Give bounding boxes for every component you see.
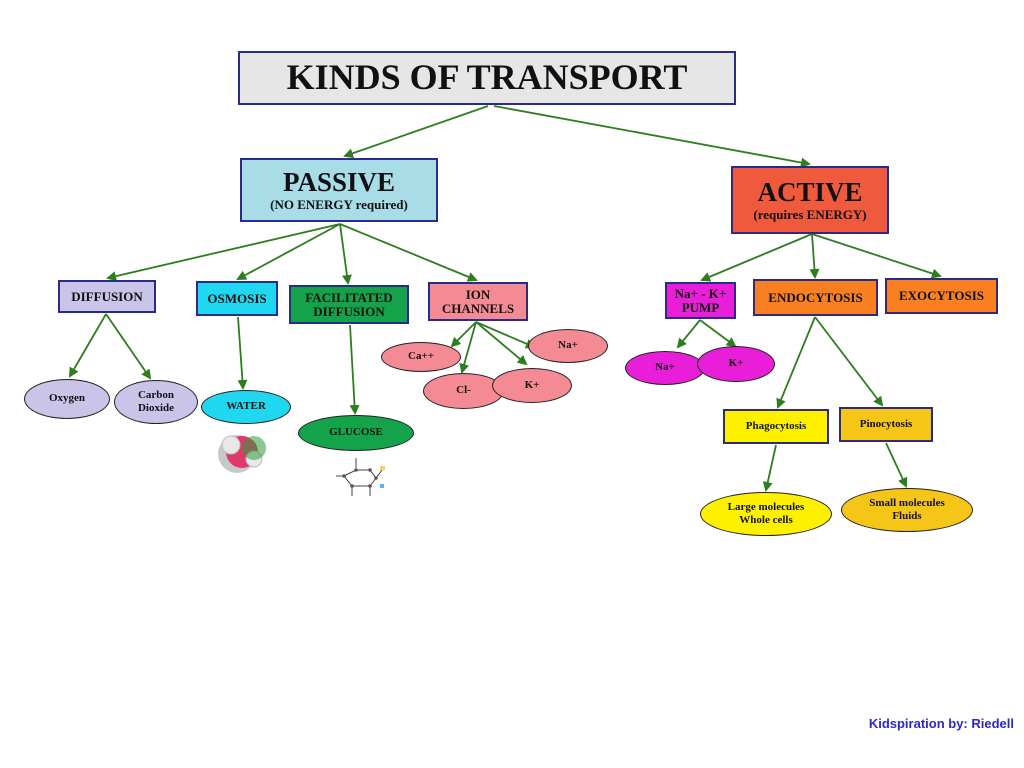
arrow-pump-k <box>699 319 737 348</box>
passive-box: PASSIVE (NO ENERGY required) <box>240 158 438 222</box>
phagocytosis-box: Phagocytosis <box>723 409 829 444</box>
small-molecules-line1: Small molecules <box>869 496 945 509</box>
exocytosis-label: EXOCYTOSIS <box>898 288 984 304</box>
facilitated-line1: FACILITATED <box>305 289 393 305</box>
ca-label: Ca++ <box>408 350 434 363</box>
endocytosis-box: ENDOCYTOSIS <box>753 279 878 316</box>
large-molecules-line2: Whole cells <box>739 514 793 526</box>
endocytosis-label: ENDOCYTOSIS <box>768 289 863 305</box>
ion-line1: ION <box>465 286 491 302</box>
na-label: Na+ <box>558 339 578 352</box>
na-oval: Na+ <box>528 329 608 363</box>
large-molecules-oval: Large molecules Whole cells <box>700 492 832 536</box>
arrow-active-pump <box>700 233 813 282</box>
pump-line1: Na+ - K+ <box>674 285 727 301</box>
page-title: KINDS OF TRANSPORT <box>286 57 688 98</box>
arrow-endo-phago <box>776 316 816 409</box>
active-note: (requires ENERGY) <box>753 207 867 223</box>
water-oval: WATER <box>201 390 291 424</box>
arrow-active-endocytosis <box>809 233 820 279</box>
pump-na-label: Na+ <box>655 361 675 374</box>
arrow-active-exocytosis <box>811 233 942 279</box>
arrow-passive-facilitated <box>339 223 352 285</box>
pump-k-label: K+ <box>728 357 744 370</box>
arrow-passive-osmosis <box>236 223 341 280</box>
arrow-ion-cl <box>459 321 477 374</box>
arrow-passive-diffusion <box>106 223 341 282</box>
active-label: ACTIVE <box>757 177 863 207</box>
arrow-endo-pino <box>814 316 884 407</box>
cl-label: Cl- <box>456 384 471 397</box>
arrow-ion-na <box>475 321 536 349</box>
k-oval: K+ <box>492 368 572 403</box>
oxygen-label: Oxygen <box>48 392 86 405</box>
ion-channels-box: ION CHANNELS <box>428 282 528 321</box>
passive-label: PASSIVE <box>282 167 396 197</box>
arrow-diffusion-oxygen <box>68 313 107 378</box>
passive-note: (NO ENERGY required) <box>270 197 408 213</box>
arrow-title-passive <box>343 105 489 159</box>
osmosis-box: OSMOSIS <box>196 281 278 316</box>
water-molecule-image <box>218 435 266 473</box>
arrow-facilitated-glucose <box>349 324 360 415</box>
pump-na-oval: Na+ <box>625 351 705 385</box>
cl-oval: Cl- <box>423 373 504 409</box>
pump-k-oval: K+ <box>697 346 775 382</box>
arrow-osmosis-water <box>237 316 248 390</box>
ca-oval: Ca++ <box>381 342 461 372</box>
diffusion-box: DIFFUSION <box>58 280 156 313</box>
arrow-passive-ion <box>339 223 478 282</box>
glucose-structure-image <box>336 458 385 496</box>
arrow-pino-small <box>885 442 908 488</box>
pinocytosis-box: Pinocytosis <box>839 407 933 442</box>
arrow-diffusion-co2 <box>105 313 152 380</box>
na-k-pump-box: Na+ - K+ PUMP <box>665 282 736 319</box>
pump-line2: PUMP <box>681 299 720 315</box>
small-molecules-oval: Small molecules Fluids <box>841 488 973 532</box>
arrow-title-active <box>493 105 811 168</box>
arrow-ion-k <box>475 321 528 366</box>
osmosis-label: OSMOSIS <box>207 290 267 306</box>
water-label: WATER <box>226 400 266 413</box>
title-box: KINDS OF TRANSPORT <box>238 51 736 105</box>
glucose-oval: GLUCOSE <box>298 415 414 451</box>
arrow-ion-ca <box>450 321 477 348</box>
arrow-phago-large <box>762 444 777 492</box>
facilitated-line2: DIFFUSION <box>313 303 385 319</box>
active-box: ACTIVE (requires ENERGY) <box>731 166 889 234</box>
exocytosis-box: EXOCYTOSIS <box>885 278 998 314</box>
small-molecules-line2: Fluids <box>892 510 922 522</box>
k-label: K+ <box>524 378 540 391</box>
footer-credit: Kidspiration by: Riedell <box>868 716 1014 731</box>
carbon-dioxide-label: Carbon Dioxide <box>137 388 175 414</box>
diffusion-label: DIFFUSION <box>71 288 143 304</box>
ion-line2: CHANNELS <box>441 300 515 316</box>
oxygen-oval: Oxygen <box>24 379 110 419</box>
pinocytosis-label: Pinocytosis <box>859 417 913 430</box>
facilitated-diffusion-box: FACILITATED DIFFUSION <box>289 285 409 324</box>
phagocytosis-label: Phagocytosis <box>745 419 807 432</box>
carbon-dioxide-oval: Carbon Dioxide <box>114 380 198 424</box>
glucose-label: GLUCOSE <box>329 426 383 439</box>
large-molecules-line1: Large molecules <box>727 500 805 513</box>
arrow-pump-na <box>676 319 701 349</box>
